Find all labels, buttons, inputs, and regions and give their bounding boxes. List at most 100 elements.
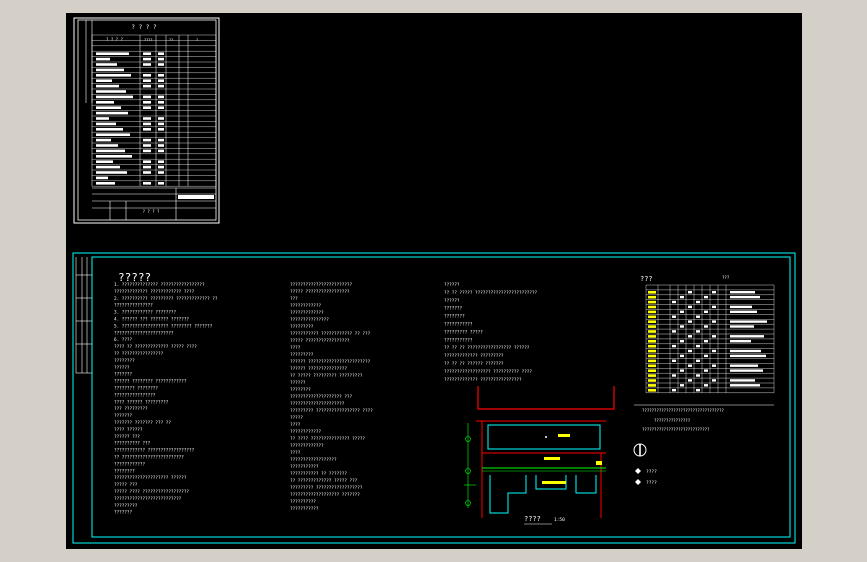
note-line: ???????????????????????? [290,282,352,288]
note-line: ????????????????????? ?????? [114,475,187,481]
sheet2-title: ????? [118,271,151,284]
note-line: ???????????? [114,461,145,467]
sheet1-col-heads: ? ? ? ? ???? ?? ? [106,37,198,42]
sheet1-col-head-1: ? ? ? ? [106,37,123,42]
note-line: ?? ???????????????????????? [114,455,184,461]
note-line: ????????????????????? [290,401,345,407]
note-line: ???????????????? [114,392,156,398]
sheet2-outer-frame [72,252,796,544]
note-line: ?????????? [290,499,316,505]
note-line: ????? ????????????????? [290,289,350,295]
note-line: ??????? [114,372,133,378]
svg-text:????: ???? [646,469,657,475]
note-line: ???? [290,450,301,456]
note-line: ???? [290,345,301,351]
note-line: ?????? ???????????????????????? [290,359,371,365]
sheet1-inner-frame [77,19,217,221]
note-line: ???? [290,422,301,428]
sheet1-footer-label: ? ? ? ? [143,209,160,214]
note-line: ?????????? ??? [114,441,151,447]
note-line: ???????????? [290,303,321,309]
site-plan-building [487,424,601,450]
sheet1-col-head-2: ???? [144,38,152,42]
note-line: ?????????????????????????? [114,496,182,502]
legend-table: ??? ??? ????????????????????????????????… [633,275,775,486]
note-line: ???????? [444,314,465,320]
note-line: ????????????? [290,443,324,449]
note-line: ??????????? ???????????? ?? ??? [290,331,371,337]
note-line: ?????????????????? ?????????? ???? [444,369,532,375]
note-line: ??????????????????????? [114,330,174,336]
note-line: ?? ???????????????? [114,351,164,357]
note-line: ????????????? [290,310,324,316]
note-line: ?? ?? ????? ???????????????????????? [444,290,538,296]
note-line: ????????? ????????????????? ???? [290,408,373,414]
note-line: ??????????????? [114,303,153,309]
note-line: ?? ???? ??????????????? ????? [290,436,365,442]
note-line: 1. ?????????????? ????????????????? [114,282,205,288]
note-line: ?????? ???????? ???????????? [114,379,187,385]
legend-small-title: ??? [722,275,730,280]
note-line: ?? ?? ?? ????????????????? ?????? [444,345,530,351]
svg-text:????: ???? [646,480,657,486]
note-line: ????? ???? ?????????????????? [114,489,189,495]
notes-column-1: 1. ?????????????? ????????????????? ????… [114,282,218,516]
site-plan-scale: 1:50 [554,517,565,523]
note-line: ?????? [444,282,460,288]
north-arrow-icon [633,443,647,457]
note-line: ??????????????? [290,317,329,323]
note-line: ??????????? [444,337,473,343]
note-line: ?????? ??????????????? [290,366,347,372]
sheet1-footer: ? ? ? ? [92,187,216,220]
site-plan: ???? 1:50 [464,386,615,525]
legend-symbol-1: ???? [635,468,657,475]
note-line: ???????????????????? ??? [290,394,352,400]
note-line: ????? ??? [114,482,138,488]
note-line: ?????? [114,365,130,371]
sheet1-title: ? ? ? ? [131,24,157,31]
note-line: ???????? [114,468,135,474]
sheet-design-notes[interactable]: ????? 1. ?????????????? ????????????????… [72,252,796,544]
note-line: ?????????????????? [290,457,337,463]
note-line: ?? ????????????? ????? ??? [290,478,358,484]
note-line: ????????????? ???????????????? [444,377,522,383]
note-line: ?????? [290,380,306,386]
notes-column-3: ?????? ?? ?? ????? ??????????????????????… [444,282,538,383]
note-line: ????????? [114,503,138,509]
note-line: ??? [290,296,298,302]
note-line: ???????? [114,358,135,364]
note-line: ????????? [290,324,314,330]
sheet1-list-grid [91,34,217,187]
note-line: 2. ?????????? ????????? ????????????? ?? [114,296,218,302]
notes-column-2: ????????????????????????????? ??????????… [290,282,373,512]
note-line: ???????? [290,387,311,393]
note-line: ???????? ???????? [114,386,158,392]
note-line: ???? ?????? ????????? [114,399,169,405]
note-line: ??? ????????? [114,406,148,412]
legend-note-2: ??????????????? [654,418,691,423]
note-line: ?????? [444,298,460,304]
note-line: 3. ???????????? ???????? [114,310,176,316]
note-line: ????????????? ????????? [444,353,504,359]
cad-drawing: ? ? ? ? ? ? ? ? ???? ?? ? ? ? ? ? [72,17,796,544]
note-line: ??????????? [290,506,319,512]
note-line: ??????? [114,510,133,516]
note-line: ???????????? ?????????????????? [114,448,195,454]
sheet2-inner-frame [91,256,791,538]
sheet-drawing-list[interactable]: ? ? ? ? ? ? ? ? ???? ?? ? ? ? ? ? [73,17,220,224]
note-line: ????????? ?????????????????? [290,485,363,491]
note-line: ???? ?????? [114,427,143,433]
note-line: 5. ?????????????????? ???????? ??????? [114,323,213,329]
cad-model-space[interactable]: ? ? ? ? ? ? ? ? ???? ?? ? ? ? ? ? [66,13,802,549]
note-line: ??????????? [444,322,473,328]
legend-note-3: ???????????????????????????? [642,427,710,432]
note-line: ??????? [114,413,133,419]
sheet1-col-head-4: ? [196,38,198,42]
sheet1-outer-frame [73,17,220,224]
sheet1-col-head-3: ?? [169,38,173,42]
note-line: ???? ?? ????????????? ????? ???? [114,344,197,350]
note-line: ?? ????? ????????? ????????? [290,373,363,379]
note-line: ?? ?? ?? ?????? ??????? [444,361,504,367]
note-line: ??????????? [290,464,319,470]
note-line: ??????????????????? ??????? [290,492,360,498]
